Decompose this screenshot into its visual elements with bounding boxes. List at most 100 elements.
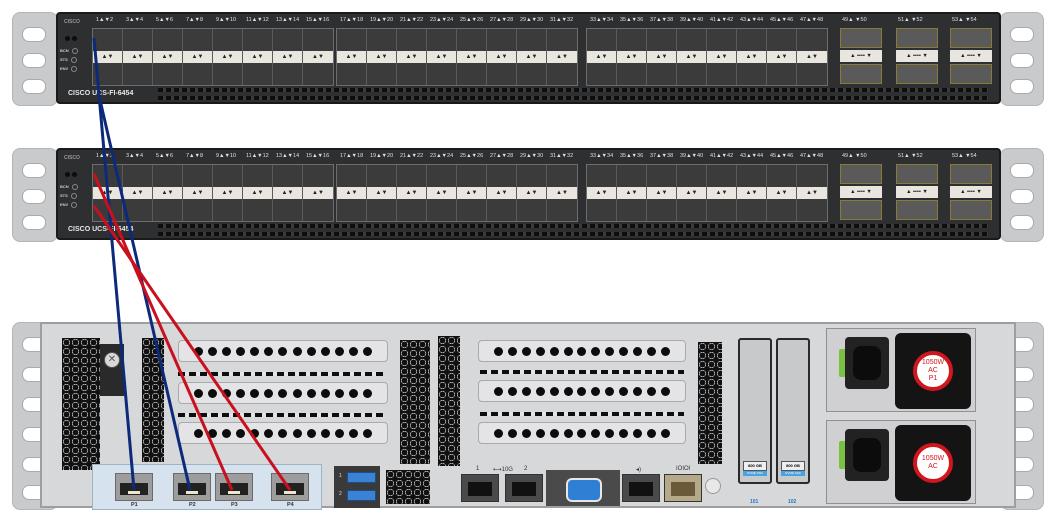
sfp-port-pair[interactable]: ▲▼ (427, 165, 457, 221)
sfp-port-pair[interactable]: ▲▼ (153, 29, 183, 85)
sfp-port-pair[interactable]: ▲▼ (427, 29, 457, 85)
vent (158, 232, 988, 236)
sfp-port-pair[interactable]: ▲▼ (737, 165, 767, 221)
sfp-port-pair[interactable]: ▲▼ (767, 29, 797, 85)
lan-port-1[interactable] (461, 474, 499, 502)
sfp-port-pair[interactable]: ▲▼ (367, 29, 397, 85)
pcie-slot-2 (178, 382, 388, 404)
sfp-port-pair[interactable]: ▲▼ (213, 29, 243, 85)
vent (480, 412, 684, 416)
sfp-port-pair[interactable]: ▲▼ (243, 29, 273, 85)
id-button[interactable] (705, 478, 721, 494)
sfp-port-pair[interactable]: ▲▼ (797, 165, 827, 221)
sfp-port-pair[interactable]: ▲▼ (303, 29, 333, 85)
sfp-port-pair[interactable]: ▲▼ (767, 165, 797, 221)
sfp-port-pair[interactable]: ▲▼ (397, 29, 427, 85)
uplink-label: 49▲ ▼50 (842, 153, 867, 159)
sfp-port-pair[interactable]: ▲▼ (647, 29, 677, 85)
uplink-label: 53▲ ▼54 (952, 17, 977, 23)
sfp-port-pair[interactable]: ▲▼ (487, 29, 517, 85)
nic-port-p2[interactable] (173, 473, 211, 501)
sfp-port-pair[interactable]: ▲▼ (517, 29, 547, 85)
lan2-label: 2 (524, 466, 528, 472)
sfp-port-pair[interactable]: ▲▼ (93, 29, 123, 85)
sfp-port-pair[interactable]: ▲▼ (647, 165, 677, 221)
sfp-port-pair[interactable]: ▲▼ (547, 165, 577, 221)
port-pair-label: 9▲▼10 (216, 17, 237, 23)
sfp-port-pair[interactable]: ▲▼ (337, 165, 367, 221)
port-pair-label: 25▲▼26 (460, 153, 484, 159)
sfp-port-pair[interactable]: ▲▼ (183, 165, 213, 221)
sfp-port-pair[interactable]: ▲▼ (517, 165, 547, 221)
sfp-port-pair[interactable]: ▲▼ (273, 165, 303, 221)
vga-port[interactable] (546, 470, 620, 506)
sfp-port-pair[interactable]: ▲▼ (303, 165, 333, 221)
port-pair-label: 37▲▼38 (650, 153, 674, 159)
pcie-slot-4 (478, 340, 686, 362)
port-group: ▲▼▲▼▲▼▲▼▲▼▲▼▲▼▲▼ (92, 164, 334, 222)
sfp-port-pair[interactable]: ▲▼ (707, 165, 737, 221)
thumbscrew-icon[interactable]: ✕ (104, 352, 120, 368)
sfp-port-pair[interactable]: ▲▼ (677, 165, 707, 221)
port-pair-label: 13▲▼14 (276, 153, 300, 159)
qsfp-uplink-pair[interactable]: ▲ ▪▪▪▪ ▼ (950, 28, 992, 84)
usb-label: 1 (339, 473, 342, 479)
port-pair-label: 45▲▼46 (770, 153, 794, 159)
sfp-port-pair[interactable]: ▲▼ (587, 29, 617, 85)
sfp-port-pair[interactable]: ▲▼ (153, 165, 183, 221)
nic-port-p4[interactable] (271, 473, 309, 501)
sfp-port-pair[interactable]: ▲▼ (737, 29, 767, 85)
sfp-port-pair[interactable]: ▲▼ (213, 165, 243, 221)
serial-port[interactable] (664, 474, 702, 502)
port-pair-label: 25▲▼26 (460, 17, 484, 23)
sfp-port-pair[interactable]: ▲▼ (93, 165, 123, 221)
uplink-label: 49▲ ▼50 (842, 17, 867, 23)
drive-slot-102[interactable]: 800 GB NVME SSD (776, 338, 810, 484)
port-pair-label: 29▲▼30 (520, 153, 544, 159)
psu-latch[interactable] (839, 441, 849, 469)
vent-grille (142, 338, 164, 462)
sfp-port-pair[interactable]: ▲▼ (487, 165, 517, 221)
qsfp-uplink-pair[interactable]: ▲ ▪▪▪▪ ▼ (840, 164, 882, 220)
sfp-port-pair[interactable]: ▲▼ (273, 29, 303, 85)
uplink-label: 51▲ ▼52 (898, 17, 923, 23)
port-pair-label: 31▲▼32 (550, 153, 574, 159)
mgmt-port[interactable] (622, 474, 660, 502)
10g-label: ⟷10G (493, 467, 513, 473)
sfp-port-pair[interactable]: ▲▼ (677, 29, 707, 85)
uplink-label: 51▲ ▼52 (898, 153, 923, 159)
sfp-port-pair[interactable]: ▲▼ (397, 165, 427, 221)
sfp-port-pair[interactable]: ▲▼ (367, 165, 397, 221)
nic-port-p3[interactable] (215, 473, 253, 501)
power-supply-2: 1050W AC (826, 420, 976, 504)
sfp-port-pair[interactable]: ▲▼ (457, 29, 487, 85)
nic-port-p1[interactable] (115, 473, 153, 501)
sfp-port-pair[interactable]: ▲▼ (457, 165, 487, 221)
drive-slot-label: 101 (750, 499, 759, 505)
usb-port-1[interactable] (347, 472, 376, 483)
sfp-port-pair[interactable]: ▲▼ (617, 29, 647, 85)
sfp-port-pair[interactable]: ▲▼ (337, 29, 367, 85)
sfp-port-pair[interactable]: ▲▼ (243, 165, 273, 221)
qsfp-uplink-pair[interactable]: ▲ ▪▪▪▪ ▼ (840, 28, 882, 84)
sfp-port-pair[interactable]: ▲▼ (123, 165, 153, 221)
drive-slot-101[interactable]: 800 GB NVME SSD (738, 338, 772, 484)
sfp-port-pair[interactable]: ▲▼ (617, 165, 647, 221)
sfp-port-pair[interactable]: ▲▼ (707, 29, 737, 85)
psu-latch[interactable] (839, 349, 849, 377)
sfp-port-pair[interactable]: ▲▼ (587, 165, 617, 221)
lan-port-2[interactable] (505, 474, 543, 502)
qsfp-uplink-pair[interactable]: ▲ ▪▪▪▪ ▼ (950, 164, 992, 220)
usb-port-2[interactable] (347, 490, 376, 501)
sfp-port-pair[interactable]: ▲▼ (123, 29, 153, 85)
status-dot (72, 172, 77, 177)
qsfp-uplink-pair[interactable]: ▲ ▪▪▪▪ ▼ (896, 164, 938, 220)
qsfp-uplink-pair[interactable]: ▲ ▪▪▪▪ ▼ (896, 28, 938, 84)
sfp-port-pair[interactable]: ▲▼ (547, 29, 577, 85)
serial-label: IOIOI (676, 466, 691, 472)
sfp-port-pair[interactable]: ▲▼ (797, 29, 827, 85)
nic-port-label: P1 (131, 502, 138, 508)
led-env: ENV (60, 202, 78, 208)
sfp-port-pair[interactable]: ▲▼ (183, 29, 213, 85)
vent-grille (438, 336, 460, 466)
